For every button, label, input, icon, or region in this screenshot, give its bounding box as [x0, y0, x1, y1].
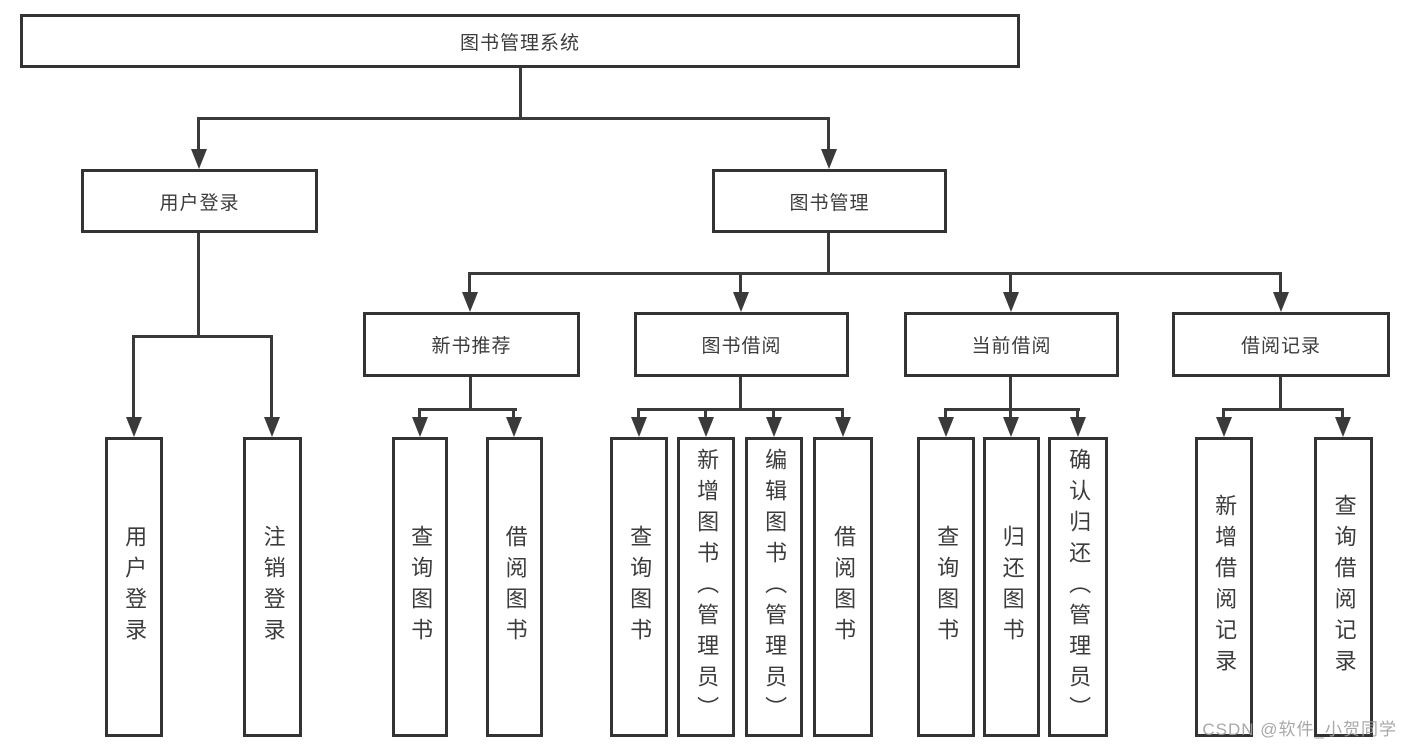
- connector-l4-shaft: [704, 408, 707, 420]
- connector-l4-shaft: [512, 408, 515, 420]
- arrow-down-icon: [1003, 292, 1019, 312]
- connector-ul-child2-shaft: [270, 335, 273, 420]
- connector-nbr-stem: [469, 377, 472, 408]
- connector-br-stem: [1279, 377, 1282, 408]
- connector-l4-shaft: [772, 408, 775, 420]
- connector-ul-child1-shaft: [132, 335, 135, 420]
- connector-l4-shaft: [841, 408, 844, 420]
- arrow-down-icon: [835, 417, 851, 437]
- leaf-return-books: 归还图书: [983, 437, 1040, 737]
- node-new-book-recommend: 新书推荐: [363, 312, 580, 377]
- connector-l4-shaft: [944, 408, 947, 420]
- connector-bb-hline: [637, 408, 844, 411]
- leaf-edit-book-admin: 编辑图书（管理员）: [745, 437, 803, 737]
- leaf-confirm-return-admin: 确认归还（管理员）: [1048, 437, 1108, 737]
- arrow-down-icon: [126, 417, 142, 437]
- arrow-down-icon: [766, 417, 782, 437]
- leaf-query-books-2: 查询图书: [610, 437, 668, 737]
- arrow-down-icon: [1273, 292, 1289, 312]
- leaf-add-book-admin: 新增图书（管理员）: [677, 437, 735, 737]
- connector-nbr-hline: [418, 408, 517, 411]
- arrow-down-icon: [1335, 417, 1351, 437]
- leaf-logout: 注销登录: [243, 437, 302, 737]
- node-book-management: 图书管理: [712, 169, 947, 233]
- leaf-query-books-1: 查询图书: [392, 437, 448, 737]
- connector-l4-shaft: [1222, 408, 1225, 420]
- connector-userlogin-hline: [132, 335, 273, 338]
- arrow-down-icon: [1003, 417, 1019, 437]
- leaf-user-login: 用户登录: [105, 437, 163, 737]
- node-borrow-records: 借阅记录: [1172, 312, 1390, 377]
- connector-root-hline: [198, 117, 830, 120]
- connector-l3-shaft: [1279, 272, 1282, 294]
- connector-l4-shaft: [1341, 408, 1344, 420]
- arrow-down-icon: [264, 417, 280, 437]
- arrow-down-icon: [462, 292, 478, 312]
- connector-bb-stem: [739, 377, 742, 408]
- connector-l4-shaft: [418, 408, 421, 420]
- arrow-down-icon: [631, 417, 647, 437]
- connector-l3-shaft: [468, 272, 471, 294]
- arrow-down-icon: [506, 417, 522, 437]
- leaf-borrow-books-2: 借阅图书: [813, 437, 873, 737]
- connector-userlogin-shaft: [197, 117, 200, 152]
- node-user-login: 用户登录: [81, 169, 318, 233]
- arrow-down-icon: [191, 149, 207, 169]
- arrow-down-icon: [733, 292, 749, 312]
- connector-cb-hline: [944, 408, 1080, 411]
- connector-bookmgmt-stem: [827, 233, 830, 272]
- node-current-borrow: 当前借阅: [904, 312, 1119, 377]
- connector-br-hline: [1222, 408, 1344, 411]
- arrow-down-icon: [412, 417, 428, 437]
- connector-bookmgmt-shaft: [827, 117, 830, 152]
- connector-l4-shaft: [637, 408, 640, 420]
- csdn-watermark: CSDN @软件_小贺同学: [1202, 720, 1397, 739]
- connector-userlogin-stem: [197, 233, 200, 335]
- leaf-borrow-books-1: 借阅图书: [486, 437, 543, 737]
- arrow-down-icon: [821, 149, 837, 169]
- connector-bookmgmt-hline: [468, 272, 1282, 275]
- node-root: 图书管理系统: [20, 14, 1020, 68]
- leaf-query-books-3: 查询图书: [917, 437, 975, 737]
- arrow-down-icon: [1216, 417, 1232, 437]
- arrow-down-icon: [1070, 417, 1086, 437]
- connector-l4-shaft: [1076, 408, 1079, 420]
- leaf-query-borrow-record: 查询借阅记录: [1314, 437, 1373, 737]
- arrow-down-icon: [938, 417, 954, 437]
- connector-l3-shaft: [739, 272, 742, 294]
- connector-l4-shaft: [1009, 408, 1012, 420]
- node-book-borrow: 图书借阅: [634, 312, 849, 377]
- connector-root-stem: [519, 68, 522, 117]
- connector-cb-stem: [1009, 377, 1012, 408]
- arrow-down-icon: [698, 417, 714, 437]
- leaf-add-borrow-record: 新增借阅记录: [1195, 437, 1253, 737]
- connector-l3-shaft: [1009, 272, 1012, 294]
